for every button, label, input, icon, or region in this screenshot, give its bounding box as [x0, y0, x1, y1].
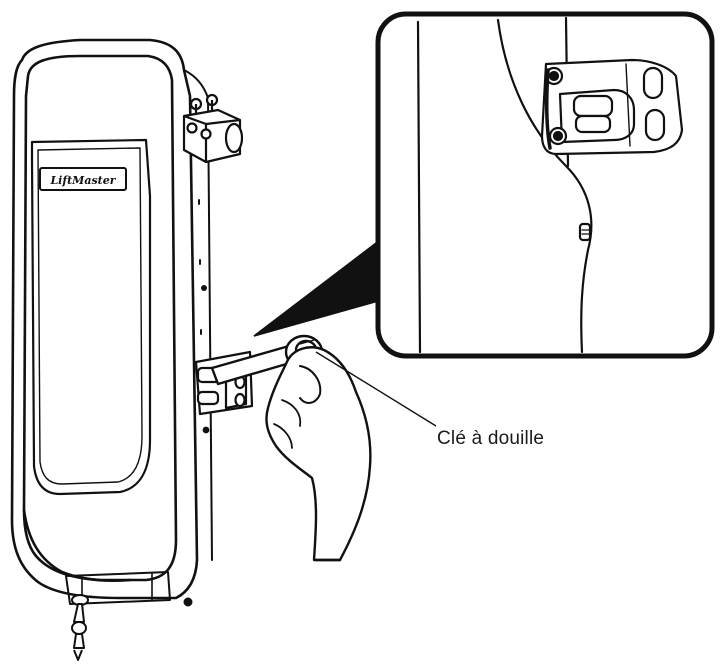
- pull-cord-fitting: [71, 594, 89, 661]
- hand: [265, 346, 372, 562]
- zoom-wedge: [253, 238, 383, 337]
- callout-leader-line: [315, 351, 437, 427]
- socket-wrench-label: Clé à douille: [437, 428, 545, 449]
- brand-logo: LiftMaster: [49, 174, 116, 187]
- detail-inset: [375, 11, 715, 359]
- shaft-collar: [182, 93, 244, 164]
- side-bolts: [201, 285, 210, 434]
- garage-door-opener-unit: [10, 38, 213, 607]
